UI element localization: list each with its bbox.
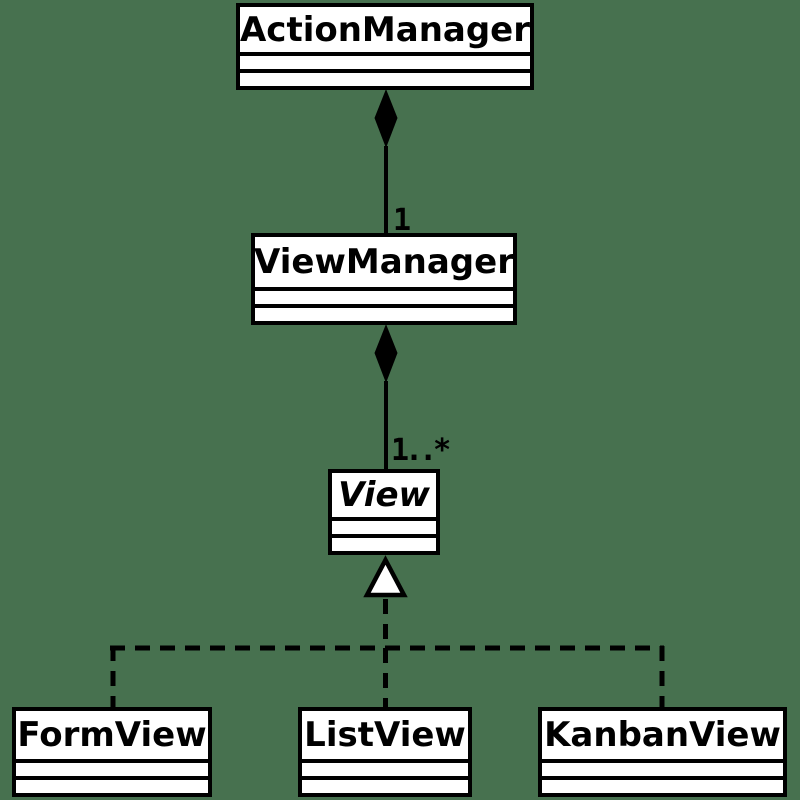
class-name-viewmanager: ViewManager [255,242,513,282]
multiplicity-label-1: 1 [393,203,412,238]
class-box-kanbanview: KanbanView [538,707,787,797]
attributes-compartment [255,287,513,304]
methods-compartment [332,534,436,551]
attributes-compartment [302,759,468,776]
composition-diamond-middle [374,324,398,383]
attributes-compartment [240,52,530,69]
class-box-actionmanager: ActionManager [236,3,534,90]
class-name-actionmanager: ActionManager [240,9,530,50]
methods-compartment [255,304,513,321]
methods-compartment [16,776,208,793]
multiplicity-label-1-to-many: 1..* [391,433,451,468]
methods-compartment [302,776,468,793]
class-name-kanbanview: KanbanView [544,715,781,755]
class-box-view: View [328,469,440,555]
methods-compartment [240,69,530,86]
class-name-view: View [338,475,430,515]
attributes-compartment [16,759,208,776]
class-box-viewmanager: ViewManager [251,233,517,325]
composition-diamond-top [374,89,398,148]
class-name-formview: FormView [17,715,207,755]
class-name-listview: ListView [304,715,466,755]
attributes-compartment [542,759,783,776]
class-box-formview: FormView [12,707,212,797]
inheritance-triangle [363,555,408,598]
class-box-listview: ListView [298,707,472,797]
attributes-compartment [332,517,436,534]
methods-compartment [542,776,783,793]
